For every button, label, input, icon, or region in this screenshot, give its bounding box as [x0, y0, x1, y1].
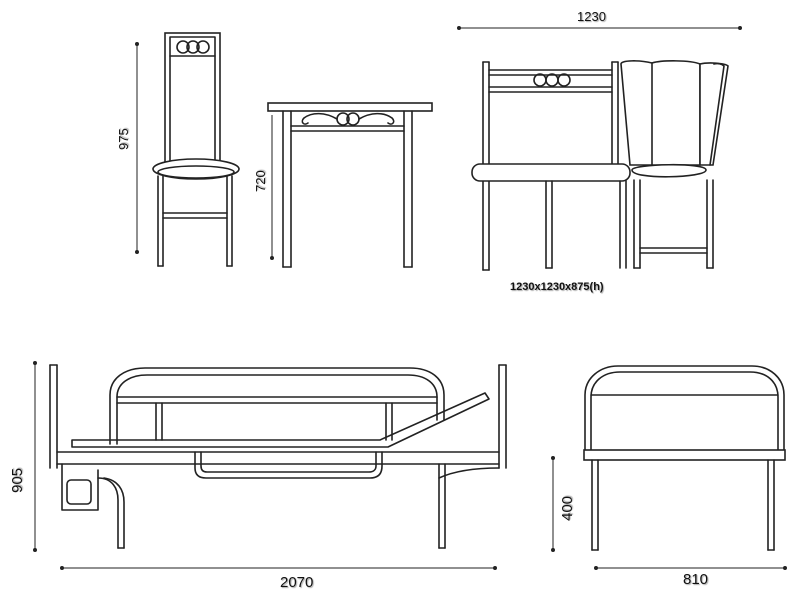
bench-height-dimension	[551, 456, 555, 552]
bench-width-label: 810	[683, 571, 709, 588]
corner-size-label: 1230x1230x875(h)	[510, 281, 604, 293]
sofa-bed-drawing	[49, 364, 507, 549]
corner-width-label: 1230	[577, 9, 606, 24]
bench-width-dimension	[594, 566, 787, 570]
corner-bench-drawing	[471, 60, 729, 271]
chair-height-label: 975	[116, 128, 131, 150]
sofa-length-dimension	[60, 566, 497, 570]
bench-drawing	[583, 365, 786, 551]
table-drawing	[267, 102, 433, 268]
chair-height-dimension	[135, 42, 139, 254]
bench-height-label: 400	[559, 495, 576, 521]
sofa-height-dimension	[33, 361, 37, 552]
sofa-height-label: 905	[9, 467, 26, 493]
sofa-length-label: 2070	[280, 574, 314, 591]
table-height-dimension	[270, 115, 274, 260]
chair-drawing	[152, 32, 240, 267]
corner-width-dimension	[457, 26, 742, 30]
table-height-label: 720	[253, 170, 268, 192]
